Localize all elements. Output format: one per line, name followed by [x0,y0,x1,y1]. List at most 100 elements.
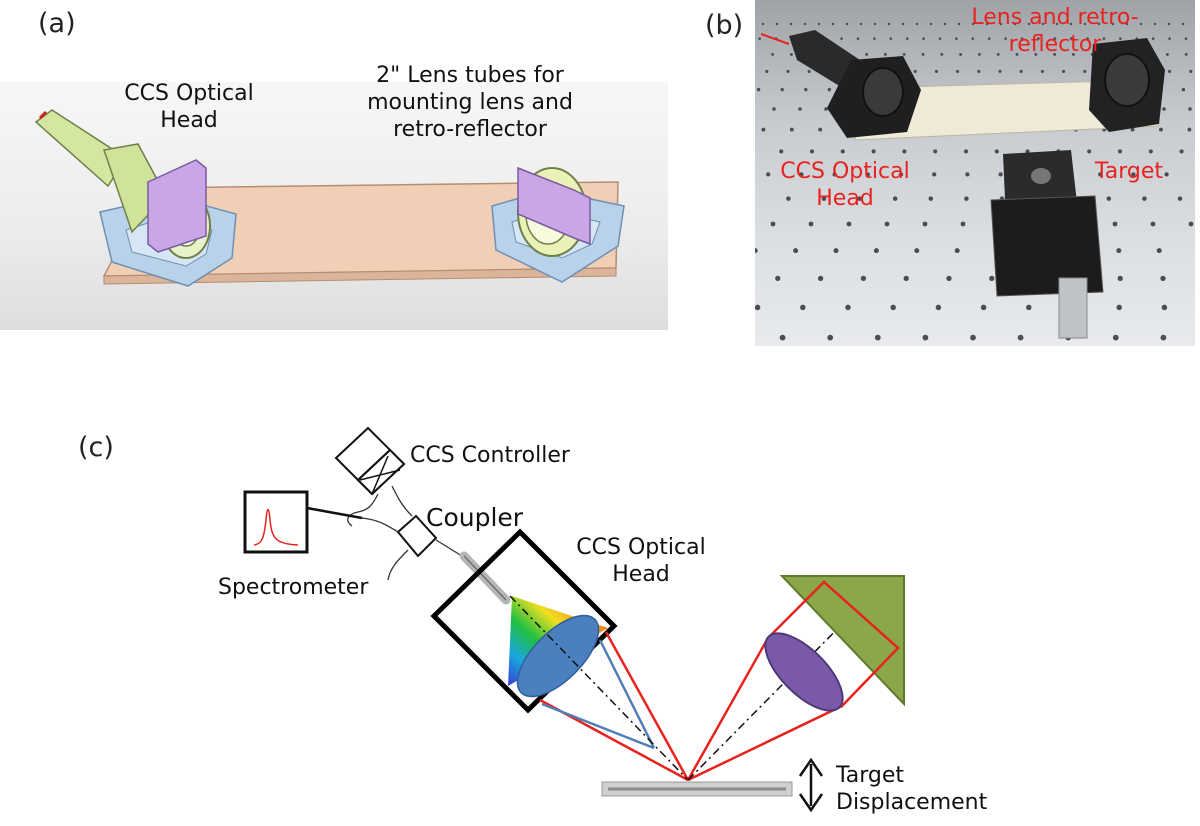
table-hole [1150,221,1156,227]
table-hole [865,52,869,56]
table-hole [1164,172,1169,177]
table-hole [786,69,790,73]
table-hole [954,248,960,254]
panel-b-lens-label-line1: Lens and retro- [971,5,1139,30]
table-hole [1160,334,1167,341]
table-hole [929,22,933,26]
panel-a-tubes-label-line3: retro-reflector [393,117,547,142]
table-hole [758,37,761,40]
table-hole [798,107,802,111]
table-hole [818,127,823,132]
table-hole [883,52,887,56]
table-hole [1159,127,1163,132]
table-hole [771,52,775,56]
table-hole [831,22,835,26]
table-hole [903,275,909,282]
table-hole [1111,22,1115,26]
table-hole [960,221,966,227]
table-hole [957,22,961,26]
table-hole [1053,52,1057,56]
table-hole [922,37,925,40]
table-hole [1179,149,1184,154]
table-hole [1162,107,1166,111]
table-hole [902,52,906,56]
table-hole [902,149,907,154]
table-hole [959,52,963,56]
controller-fiber [347,493,379,527]
table-hole [933,149,938,154]
table-hole [857,196,862,201]
table-hole [1020,37,1024,40]
table-hole [935,304,942,311]
table-hole [766,172,771,177]
table-hole [905,37,909,40]
panel-a-head-label-line2: Head [160,108,218,133]
table-hole [922,221,928,227]
table-hole [1184,52,1188,56]
table-hole [793,248,799,254]
table-hole [1013,22,1017,26]
table-hole [955,37,958,40]
panel-a-tubes-label-line1: 2" Lens tubes for [376,63,564,88]
table-hole [1098,172,1103,177]
table-hole [1160,275,1166,282]
panel-a-head-label: CCS Optical Head [104,80,274,134]
table-hole [772,107,776,111]
table-hole [1130,127,1135,132]
table-hole [1069,37,1073,40]
table-hole [1168,69,1172,73]
table-hole [755,248,758,254]
panel-b-head-label-line2: Head [816,186,874,211]
table-hole [901,22,905,26]
table-hole [761,127,766,132]
table-hole [1040,69,1044,73]
blue-ray-left [598,639,656,749]
table-hole [943,22,947,26]
table-hole [1071,52,1075,56]
collimating-lens [764,632,844,712]
optical-axis-left [509,595,689,781]
table-hole [932,172,937,177]
table-hole [1055,22,1059,26]
table-hole [807,69,811,73]
table-hole [1168,37,1171,40]
table-hole [1027,22,1031,26]
panel-b-head-label: CCS Optical Head [760,158,930,212]
table-hole [994,149,999,154]
table-hole [1148,149,1153,154]
table-hole [789,52,793,56]
table-hole [1184,37,1188,40]
table-hole [1177,196,1183,201]
table-hole [1119,37,1122,40]
table-hole [987,37,991,40]
table-hole [1019,69,1023,73]
table-hole [1181,22,1185,26]
table-hole [1167,22,1171,26]
red-ray-right-1 [686,637,770,781]
table-hole [1034,52,1038,56]
table-hole [1083,69,1087,73]
table-hole [808,221,814,227]
table-hole [915,22,919,26]
table-hole [1165,52,1169,56]
table-hole [1189,69,1193,73]
table-hole [779,149,784,154]
table-hole [1097,22,1101,26]
table-hole [765,69,769,73]
table-hole [914,248,920,254]
table-hole [887,22,891,26]
table-hole [809,149,815,154]
panel-b-head-label-line1: CCS Optical [780,159,910,184]
target-displacement-label-line2: Displacement [836,790,988,815]
table-hole [786,196,791,201]
table-hole [873,248,879,254]
ccs-optical-head-frame [430,528,618,714]
table-hole [996,52,1000,56]
table-hole [1139,22,1143,26]
table-hole [956,69,960,73]
table-hole [1041,22,1045,26]
spectrometer-label: Spectrometer [218,575,369,600]
table-hole [1062,69,1066,73]
table-hole [971,37,975,40]
panel-a-cad-drawing [34,109,625,287]
